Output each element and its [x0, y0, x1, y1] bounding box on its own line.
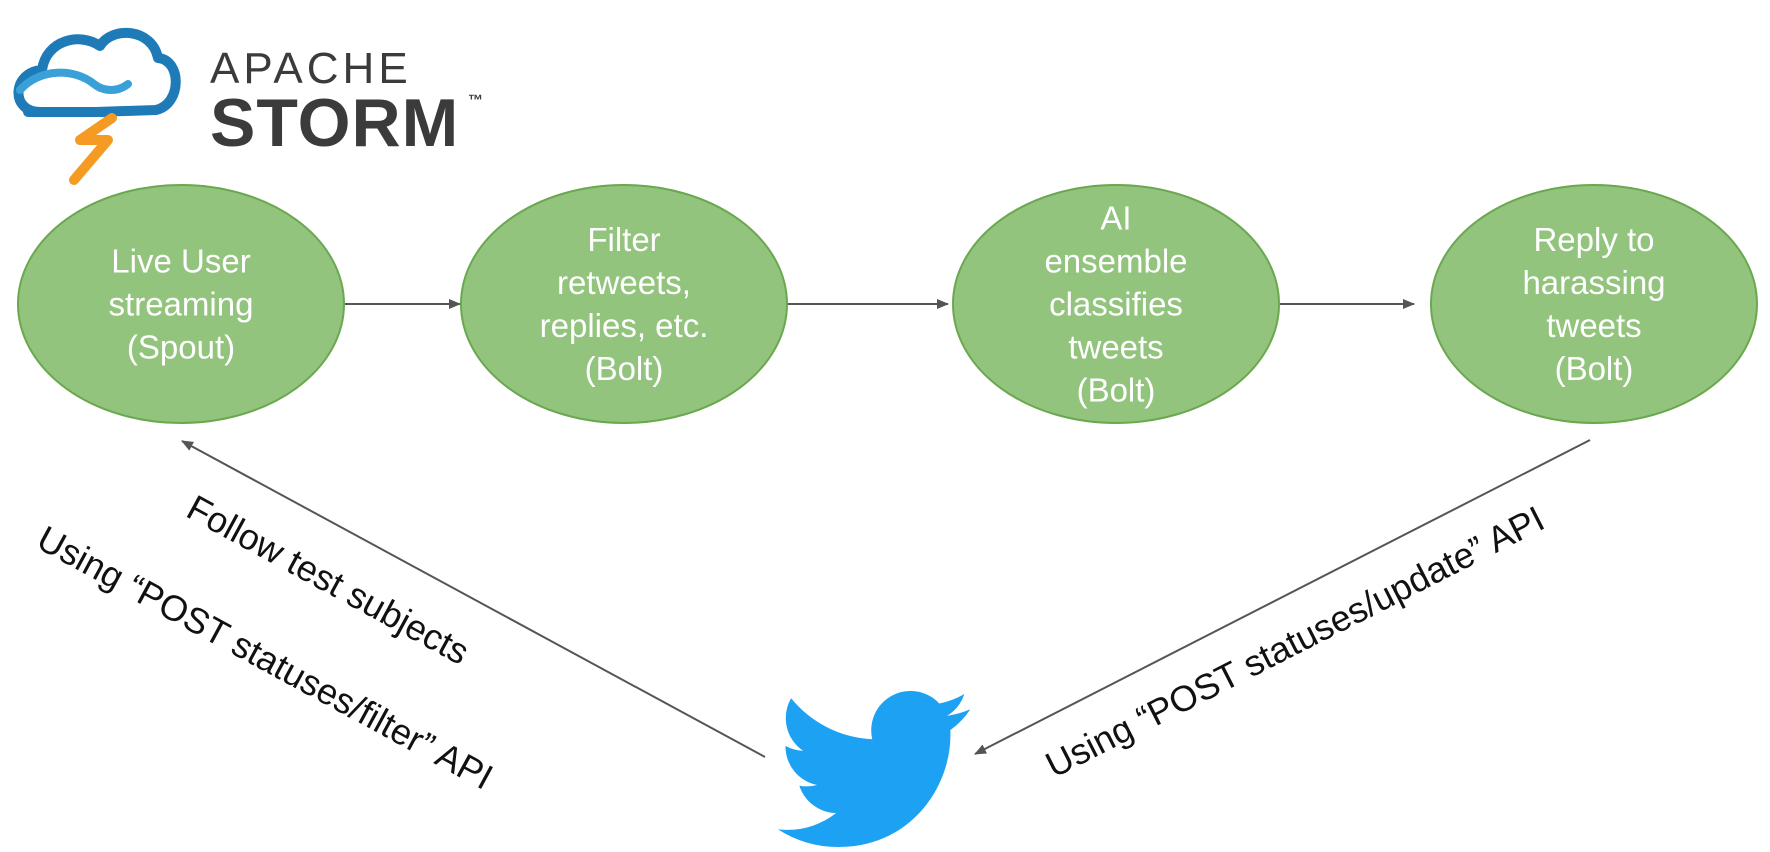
node-spout-line: Live User [111, 242, 251, 280]
node-filter-label: Filter retweets, replies, etc. (Bolt) [474, 218, 774, 390]
node-filter-line: (Bolt) [584, 350, 664, 387]
node-filter-ellipse [460, 184, 788, 424]
node-reply-line: Reply to [1533, 221, 1655, 258]
node-classify-ellipse [952, 184, 1280, 424]
node-classify-line: ensemble [1044, 242, 1188, 280]
node-spout-line: (Spout) [126, 328, 236, 366]
twitter-bird-icon [778, 690, 970, 848]
logo-apache-text: APACHE [210, 44, 412, 93]
node-filter-line: retweets, [557, 264, 691, 301]
arrow-reply-to-twitter [974, 439, 1591, 755]
node-reply-label: Reply to harassing tweets (Bolt) [1444, 218, 1744, 390]
arrow-twitter-to-spout [181, 440, 766, 758]
node-spout-label: Live User streaming (Spout) [31, 240, 331, 369]
node-reply-line: tweets [1546, 307, 1642, 344]
node-reply-line: harassing [1522, 264, 1666, 301]
node-classify-line: AI [1100, 199, 1132, 237]
logo-storm-text: STORM [210, 85, 460, 161]
node-classify-line: classifies [1049, 285, 1183, 323]
node-reply-line: (Bolt) [1554, 350, 1634, 387]
node-filter-line: replies, etc. [539, 307, 709, 344]
logo-trademark: ™ [468, 92, 483, 109]
storm-cloud-lightning-icon [13, 27, 181, 185]
node-reply-ellipse [1430, 184, 1758, 424]
node-spout-ellipse [17, 184, 345, 424]
node-classify-label: AI ensemble classifies tweets (Bolt) [966, 197, 1266, 412]
node-filter-line: Filter [587, 221, 661, 258]
node-spout-line: streaming [108, 285, 254, 323]
node-classify-line: (Bolt) [1076, 371, 1156, 409]
node-classify-line: tweets [1068, 328, 1164, 366]
